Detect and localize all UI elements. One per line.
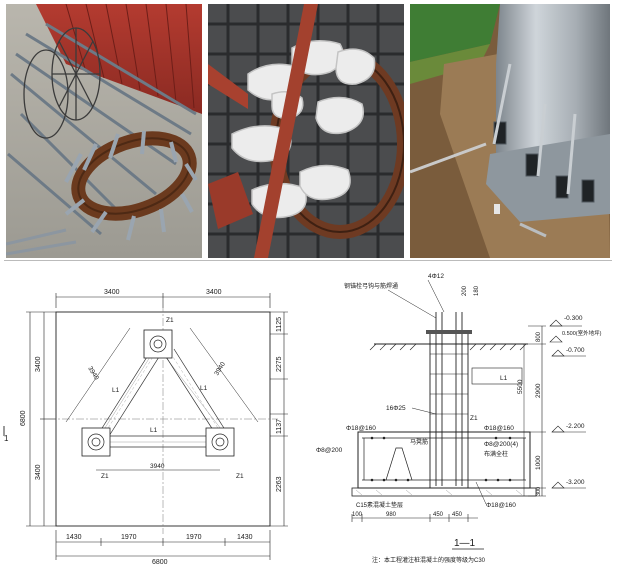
top-dim-left: 3400 (104, 289, 120, 296)
section-title: 1—1 (454, 538, 476, 549)
section-footnote: 注：本工程灌注桩混凝土的强度等级为C30 (372, 556, 486, 564)
section-beam-label: L1 (500, 375, 508, 382)
lean-concrete-label: C15素混凝土垫层 (356, 501, 403, 509)
stirrup-right-label: Φ18@160 (484, 425, 514, 432)
bottom-dim-1: 100 (352, 512, 363, 518)
vertical-bar-label: 16Φ25 (386, 405, 406, 412)
bottom-dim-total: 6800 (152, 559, 168, 566)
section-column-label: Z1 (470, 415, 478, 422)
bottom-dim-3: 1970 (186, 534, 202, 541)
right-dim-2: 2900 (535, 383, 542, 398)
depth-dim: 5500 (517, 379, 524, 394)
beam-label-bottom: L1 (150, 427, 158, 434)
mesh-left-label: Φ8@200 (316, 447, 343, 454)
top-dim-1: 200 (462, 285, 468, 296)
anchor-note-detail: 钢锚栓弓钩与筋焊通 (344, 282, 398, 290)
stool-rebar (385, 447, 413, 481)
column-label-left: Z1 (101, 473, 109, 480)
mesh-note: 布满全柱 (484, 450, 508, 458)
cut-label-left: 1 (4, 434, 9, 443)
anchor-note: 4Φ12 (428, 273, 444, 280)
mesh-right-label: Φ8@200(4) (484, 441, 518, 448)
left-dim-total: 6800 (20, 410, 27, 426)
column-left (81, 427, 111, 457)
left-dim-lower: 3400 (35, 464, 42, 480)
right-dim-4: 300 (536, 487, 542, 496)
photo-galvanized-pole-base (410, 4, 610, 258)
top-dim-right: 3400 (206, 289, 222, 296)
photo-wrapped-anchor-bolts (208, 4, 404, 258)
stirrup-bottom-label: Φ18@160 (486, 502, 516, 509)
beam-label-right: L1 (200, 385, 208, 392)
divider (4, 260, 612, 261)
elev-2: 0.500(室外地坪) (562, 329, 602, 337)
lean-concrete-pad (351, 487, 537, 497)
foundation-plan-drawing: 3400 3400 3400 3400 6800 1 1125 2275 113… (0, 264, 296, 567)
column-label-top: Z1 (166, 317, 174, 324)
elev-5: -3.200 (566, 479, 585, 486)
right-dim-1: 1125 (276, 317, 283, 332)
bottom-dim-4: 450 (452, 512, 463, 518)
bottom-dim-2: 1970 (121, 534, 137, 541)
beam-dim-bottom: 3940 (150, 463, 165, 470)
column-right (205, 427, 235, 457)
foundation-section-drawing: L1 4Φ12 钢锚栓弓钩与筋焊通 200 180 16Φ25 Z1 Φ18@1… (316, 264, 616, 567)
stool-label: 马凳筋 (410, 438, 428, 446)
elev-3: -0.700 (566, 347, 585, 354)
right-dim-3: 1137 (276, 419, 283, 434)
photo-rebar-cage-with-anchor-ring (6, 4, 202, 258)
right-dim-2: 2275 (276, 356, 283, 372)
stirrup-left-label: Φ18@160 (346, 425, 376, 432)
right-dim-1: 800 (536, 331, 542, 342)
elev-4: -2.200 (566, 423, 585, 430)
left-dim-upper: 3400 (35, 356, 42, 372)
bottom-dim-4: 1430 (237, 534, 253, 541)
bottom-dim-1: 1430 (66, 534, 82, 541)
column-top (143, 329, 173, 359)
beam-dim-left: 3940 (86, 365, 100, 381)
bottom-dim-3: 450 (433, 512, 444, 518)
right-dim-3: 1000 (535, 455, 542, 470)
top-dim-2: 180 (474, 285, 480, 296)
beam-label-left: L1 (112, 387, 120, 394)
right-dim-4: 2263 (276, 476, 283, 492)
bottom-dim-2: 980 (386, 512, 397, 518)
column-label-right: Z1 (236, 473, 244, 480)
elev-1: -0.300 (564, 315, 583, 322)
